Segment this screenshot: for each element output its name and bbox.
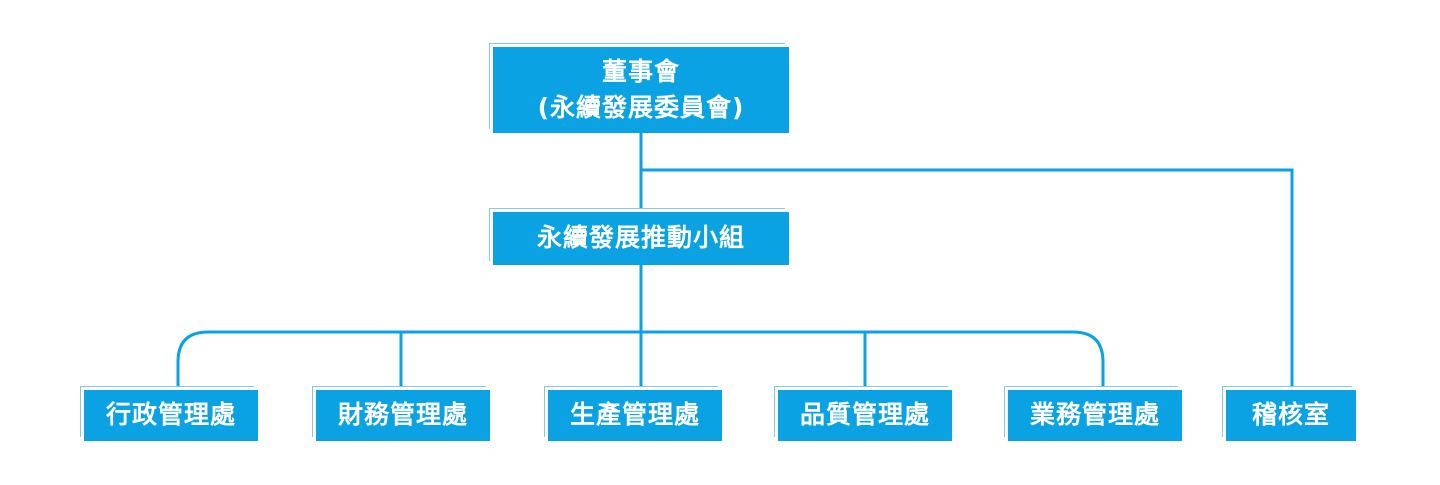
department-label: 財務管理處 <box>337 400 468 430</box>
board-of-directors-node: 董事會 (永續發展委員會) <box>493 47 789 133</box>
department-label: 行政管理處 <box>105 400 236 430</box>
task-force-label: 永續發展推動小組 <box>536 223 745 253</box>
board-title: 董事會 <box>601 56 680 86</box>
department-node-production: 生產管理處 <box>548 390 722 441</box>
board-subtitle: (永續發展委員會) <box>537 93 745 122</box>
department-label: 生產管理處 <box>569 400 700 430</box>
audit-office-node: 稽核室 <box>1226 390 1356 441</box>
department-node-quality: 品質管理處 <box>778 390 952 441</box>
sustainability-task-force-node: 永續發展推動小組 <box>493 212 789 265</box>
connector-board-to-audit <box>641 168 1294 390</box>
department-node-admin: 行政管理處 <box>84 390 258 441</box>
department-label: 品質管理處 <box>799 400 930 430</box>
department-node-business: 業務管理處 <box>1008 390 1182 441</box>
audit-label: 稽核室 <box>1251 400 1330 430</box>
department-node-finance: 財務管理處 <box>316 390 490 441</box>
department-label: 業務管理處 <box>1029 400 1160 430</box>
